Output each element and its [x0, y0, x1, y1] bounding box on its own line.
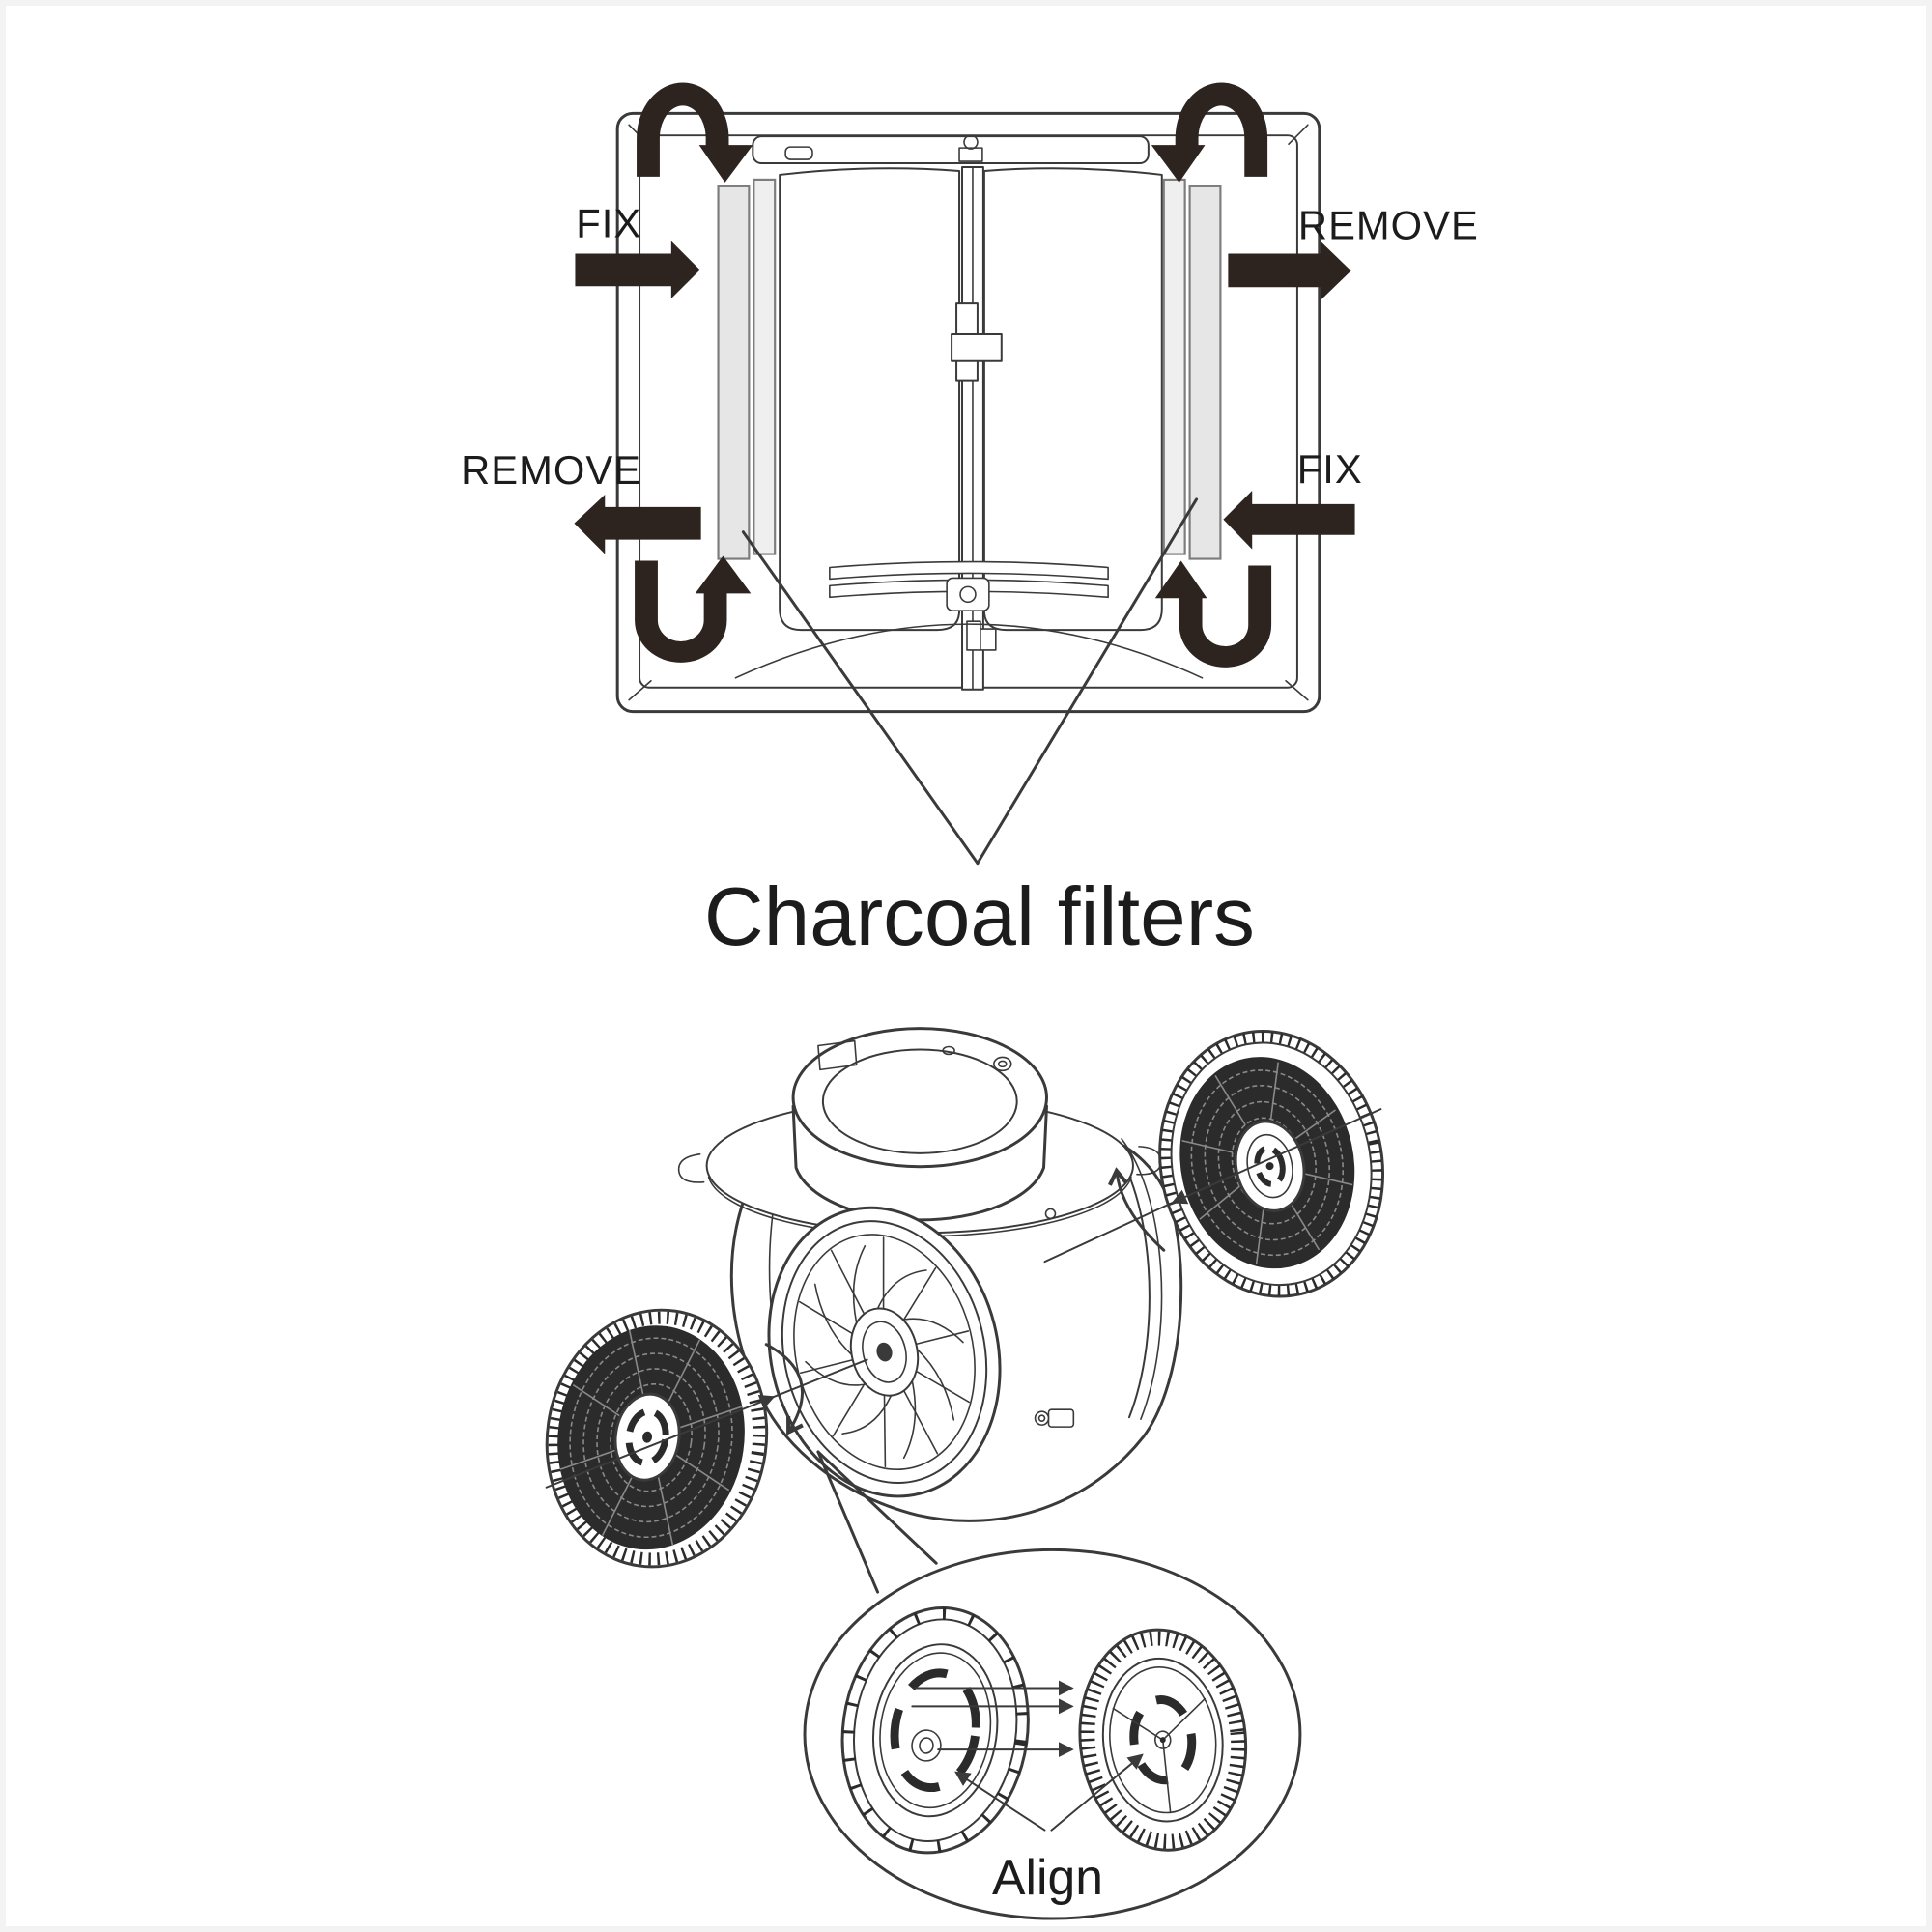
bubble-fan-hub	[1078, 1628, 1248, 1852]
direction-arrows	[574, 241, 1355, 554]
filter-sector-lines-rear	[1181, 1062, 1353, 1264]
flange-ear-left	[677, 1153, 705, 1183]
twist-arrows	[764, 1173, 1166, 1431]
latch-tab	[951, 332, 1003, 362]
mounting-axis-lines	[545, 1108, 1382, 1489]
align-caption: Align	[992, 1849, 1103, 1905]
fan-impeller	[767, 1206, 1002, 1498]
align-detail-bubble: Align	[803, 1450, 1302, 1920]
rotate-arrow-top-right-icon	[1151, 82, 1268, 183]
filter-callout: Charcoal filters	[704, 497, 1255, 963]
bar-hub	[946, 577, 990, 612]
label-fix-top-left: FIX	[576, 201, 641, 246]
diagram-canvas: FIX REMOVE REMOVE FIX Charcoal filters	[461, 82, 1479, 1920]
artwork: FIX REMOVE REMOVE FIX Charcoal filters	[461, 82, 1479, 1920]
panel-left	[779, 167, 961, 632]
align-match-arrows	[911, 1680, 1144, 1832]
bottom-bar-upper	[829, 560, 1109, 581]
charcoal-filter-disc-rear	[1158, 1030, 1385, 1298]
exploded-view-diagram: Align	[545, 1027, 1385, 1920]
collar-hole	[942, 1045, 955, 1056]
blower-panel-assembly	[734, 134, 1204, 691]
screw-icon	[963, 134, 979, 150]
panel-right	[982, 167, 1163, 632]
clip	[784, 146, 813, 160]
mounting-plate	[752, 135, 1150, 165]
housing-bottom-edge	[734, 623, 1204, 679]
rotation-arrows	[635, 82, 1272, 668]
collar-screw-icon	[993, 1056, 1012, 1072]
twist-arrow-right-icon	[1117, 1173, 1166, 1252]
top-view-diagram: FIX REMOVE REMOVE FIX Charcoal filters	[461, 82, 1479, 963]
charcoal-filter-strip-right	[1162, 178, 1222, 560]
housing-latch	[1047, 1408, 1075, 1428]
charcoal-filter-strip-left	[717, 178, 777, 560]
rotate-arrow-bottom-left-icon	[635, 555, 752, 663]
remove-arrow-top-right-icon	[1228, 242, 1351, 300]
label-remove-bottom-left: REMOVE	[461, 447, 641, 493]
fix-arrow-top-left-icon	[575, 241, 700, 299]
outlet-collar	[791, 1027, 1048, 1222]
label-fix-bottom-right: FIX	[1297, 446, 1363, 492]
bubble-filter-back	[840, 1606, 1030, 1855]
fix-arrow-bottom-right-icon	[1223, 490, 1355, 550]
remove-arrow-bottom-left-icon	[574, 494, 701, 554]
label-remove-top-right: REMOVE	[1298, 203, 1479, 248]
rotate-arrow-bottom-right-icon	[1154, 560, 1272, 668]
rotate-arrow-top-left-icon	[637, 82, 753, 183]
filter-mesh-texture-rear	[1190, 1069, 1345, 1257]
twist-arrow-left-icon	[764, 1343, 804, 1431]
center-nub	[911, 1729, 942, 1762]
charcoal-filters-caption: Charcoal filters	[704, 871, 1255, 963]
screw-base	[958, 147, 983, 162]
bottom-bracket	[966, 620, 981, 651]
charcoal-filter-disc-front	[545, 1308, 769, 1569]
collar-notch	[817, 1039, 858, 1071]
